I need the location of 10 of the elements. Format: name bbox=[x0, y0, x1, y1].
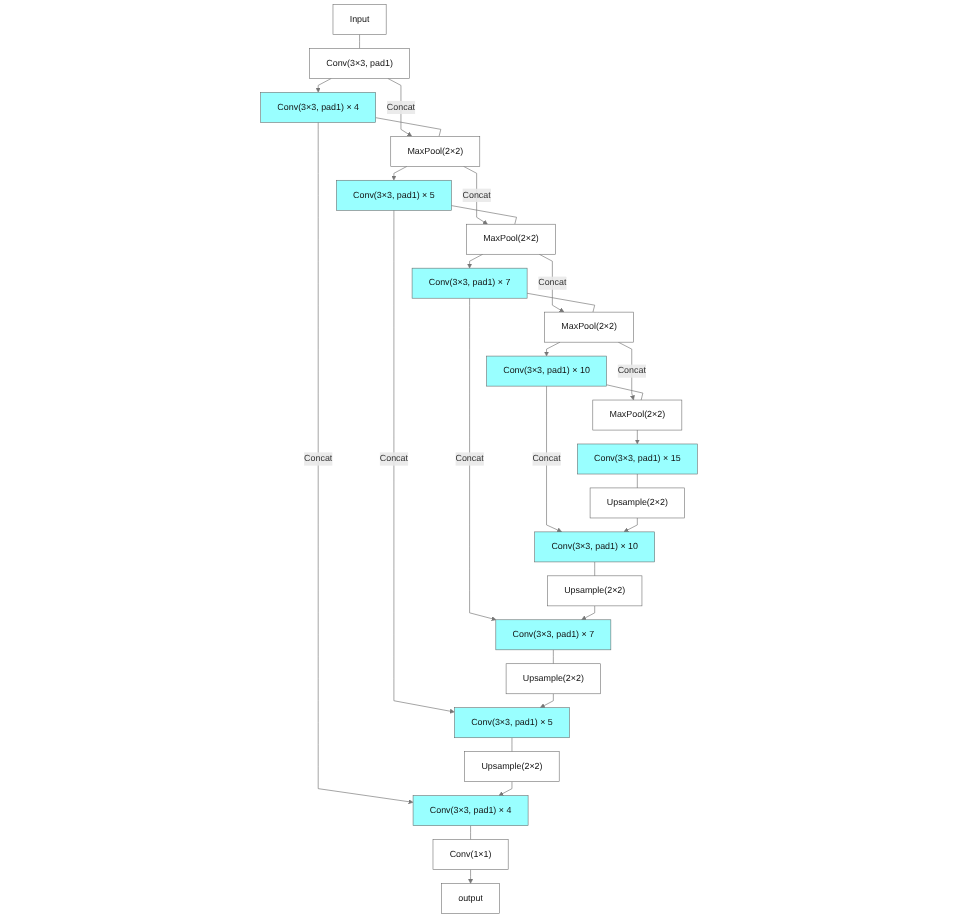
connector bbox=[637, 473, 638, 489]
connector bbox=[526, 292, 596, 313]
connector bbox=[359, 34, 360, 49]
connector bbox=[553, 649, 554, 665]
connector bbox=[451, 205, 517, 225]
connector bbox=[375, 117, 442, 137]
connector bbox=[470, 825, 471, 840]
connector bbox=[606, 384, 644, 401]
connector bbox=[594, 561, 596, 577]
connector bbox=[511, 737, 513, 752]
